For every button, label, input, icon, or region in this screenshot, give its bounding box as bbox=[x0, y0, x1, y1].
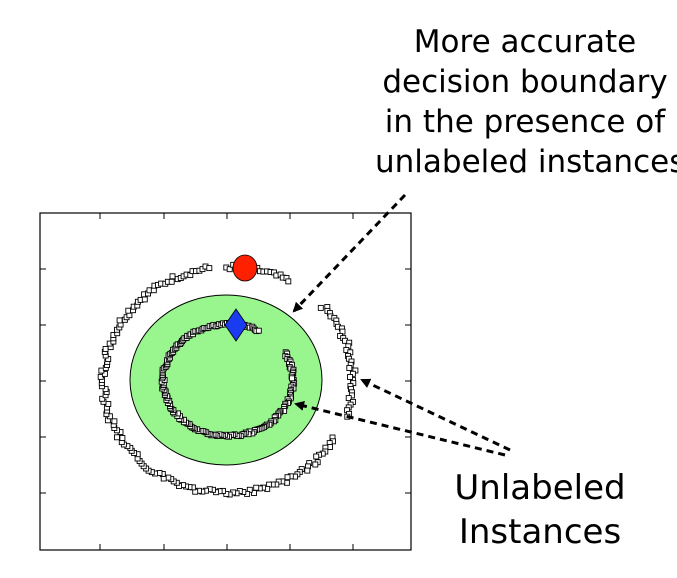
unlabeled-annotation-line: Unlabeled bbox=[454, 468, 626, 508]
unlabeled-annotation-line: Instances bbox=[458, 512, 622, 552]
unlabeled-instance bbox=[312, 461, 319, 468]
unlabeled-instance bbox=[168, 278, 175, 285]
unlabeled-instance bbox=[253, 484, 260, 491]
unlabeled-instance bbox=[346, 365, 353, 371]
boundary-annotation-line: More accurate bbox=[413, 24, 637, 60]
unlabeled-instance bbox=[251, 490, 257, 496]
unlabeled-instance bbox=[345, 395, 352, 402]
unlabeled-instance bbox=[114, 434, 120, 441]
unlabeled-instance bbox=[289, 375, 295, 382]
labeled-positive-point bbox=[232, 254, 258, 282]
boundary-annotation: More accurate decision boundary in the p… bbox=[375, 22, 677, 182]
unlabeled-instance bbox=[347, 374, 353, 380]
unlabeled-instance bbox=[141, 296, 148, 303]
unlabeled-instance bbox=[285, 278, 292, 285]
unlabeled-outer-ring bbox=[97, 261, 359, 498]
boundary-arrow bbox=[292, 193, 407, 313]
unlabeled-instance bbox=[99, 395, 106, 402]
unlabeled-instance bbox=[284, 474, 291, 481]
unlabeled-instance bbox=[119, 435, 126, 441]
unlabeled-instance bbox=[223, 490, 230, 497]
boundary-annotation-line: unlabeled instances bbox=[375, 144, 677, 180]
outer-ring-arrow bbox=[360, 378, 511, 452]
unlabeled-instance bbox=[169, 273, 176, 280]
boundary-annotation-line: in the presence of bbox=[384, 104, 666, 140]
callout-arrows bbox=[292, 193, 511, 457]
unlabeled-annotation: Unlabeled Instances bbox=[440, 466, 640, 554]
unlabeled-instance bbox=[304, 467, 311, 474]
unlabeled-instance bbox=[255, 327, 262, 334]
axis-ticks bbox=[40, 213, 411, 550]
unlabeled-instance bbox=[226, 266, 233, 273]
unlabeled-inner-ring bbox=[158, 319, 298, 440]
unlabeled-instance bbox=[105, 401, 112, 407]
unlabeled-instance bbox=[97, 373, 104, 380]
unlabeled-instance bbox=[206, 265, 213, 272]
unlabeled-instance bbox=[313, 453, 320, 460]
unlabeled-instance bbox=[116, 317, 123, 324]
unlabeled-instance bbox=[317, 304, 324, 311]
labeled-negative-point bbox=[224, 308, 248, 342]
unlabeled-instance bbox=[101, 370, 108, 377]
unlabeled-instance bbox=[111, 418, 118, 425]
unlabeled-instance bbox=[102, 346, 109, 352]
boundary-annotation-line: decision boundary bbox=[382, 64, 668, 100]
